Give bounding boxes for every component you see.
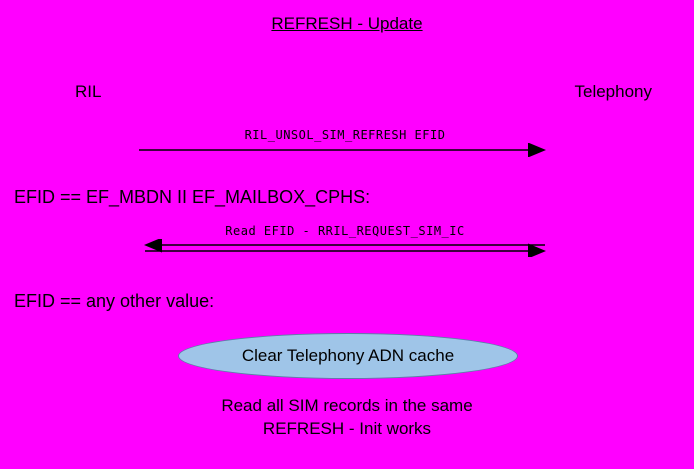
arrow-both-icon — [144, 239, 546, 257]
actor-ril: RIL — [75, 82, 102, 101]
clear-adn-cache-ellipse: Clear Telephony ADN cache — [178, 333, 518, 379]
message-read-efid-label: Read EFID - RRIL_REQUEST_SIM_IC — [225, 224, 465, 238]
message-read-efid: Read EFID - RRIL_REQUEST_SIM_IC — [135, 224, 555, 257]
condition-any-other-value: EFID == any other value: — [14, 291, 215, 311]
condition-mbdn-mailbox: EFID == EF_MBDN II EF_MAILBOX_CPHS: — [14, 187, 371, 207]
note-text: Read all SIM records in the same REFRESH… — [0, 394, 694, 440]
actor-telephony: Telephony — [574, 82, 652, 101]
diagram-title: REFRESH - Update — [271, 14, 423, 33]
clear-adn-cache-label: Clear Telephony ADN cache — [241, 346, 455, 365]
arrow-right-icon — [139, 143, 546, 157]
note-line-2: REFRESH - Init works — [262, 419, 432, 438]
message-refresh-efid-label: RIL_UNSOL_SIM_REFRESH EFID — [244, 128, 446, 142]
note-line-1: Read all SIM records in the same — [221, 396, 473, 415]
message-refresh-efid: RIL_UNSOL_SIM_REFRESH EFID — [135, 128, 555, 158]
